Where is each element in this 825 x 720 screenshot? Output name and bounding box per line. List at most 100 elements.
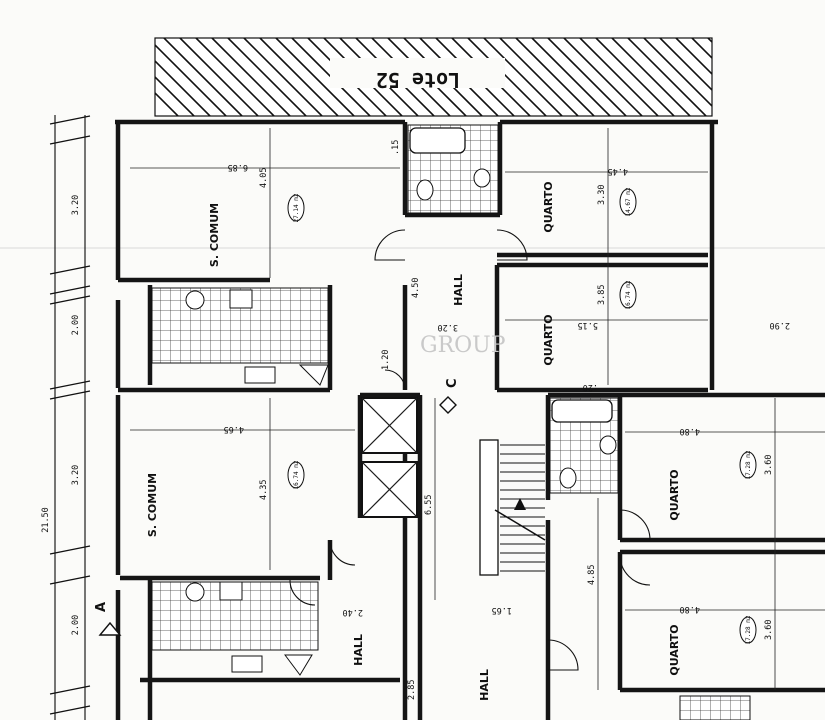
hatch-line (179, 38, 259, 116)
kitchen-sink-lower (231, 655, 263, 673)
hatch-line (195, 38, 275, 116)
dim-465: 4.65 (224, 424, 244, 434)
dimension-tick (49, 545, 91, 555)
hatch-line (691, 38, 712, 60)
fixtures (185, 127, 617, 676)
dim-405: 4.05 (259, 168, 269, 188)
area-sala-upper: 27.14 m2 (293, 193, 300, 222)
area-sala-lower: 16.74 m2 (293, 460, 300, 489)
dim-435: 4.35 (259, 480, 269, 500)
area-quarto-3: 17.28 m2 (745, 450, 752, 479)
dimension-tick (49, 295, 91, 305)
section-mark-c: C (445, 378, 460, 388)
dimension-tick (49, 390, 91, 400)
kitchen-sink-upper (244, 366, 276, 384)
dim-020: .20 (583, 382, 598, 392)
area-quarto-1: 14.67 m2 (625, 187, 632, 216)
stove-upper (185, 290, 205, 310)
hatch-line (243, 38, 323, 116)
toilet-lower (559, 467, 577, 489)
hatch-line (499, 38, 579, 116)
toilet-upper (416, 179, 434, 201)
stove-lower (185, 582, 205, 602)
room-labels: S. COMUM S. COMUM QUARTO QUARTO QUARTO Q… (146, 181, 681, 701)
area-quarto-2: 16.74 m2 (625, 280, 632, 309)
dimension-tick (49, 285, 91, 295)
dim-320a: 3.20 (71, 195, 81, 215)
hatch-line (756, 38, 825, 116)
hatch-line (275, 38, 355, 116)
dim-200a: 2.00 (71, 315, 81, 335)
hatch-line (579, 38, 659, 116)
area-quarto-4: 17.28 m2 (745, 615, 752, 644)
dim-655: 6.55 (424, 495, 434, 515)
dim-480a: 4.80 (680, 426, 700, 436)
dim-290: 2.90 (770, 320, 790, 330)
lot-52-hatching: Lote 52 (154, 37, 825, 117)
hatch-line (707, 38, 712, 44)
hatch-line (467, 38, 547, 116)
dim-360b: 3.60 (764, 620, 774, 640)
hatch-line (227, 38, 307, 116)
hatch-line (155, 43, 227, 116)
dimension-tick (49, 115, 91, 125)
dim-240: 2.40 (343, 607, 363, 617)
dim-015: .15 (391, 140, 401, 155)
area-badges: 27.14 m2 16.74 m2 14.67 m2 16.74 m2 17.2… (287, 187, 757, 644)
dimension-tick (49, 380, 91, 390)
counter-upper (229, 289, 253, 309)
hatch-line (659, 38, 712, 92)
room-hall-2: HALL (352, 634, 365, 666)
counter-lower (219, 581, 243, 601)
washer-lower (284, 654, 313, 676)
lot-label: Lote 52 (376, 68, 460, 92)
bathtub-lower (551, 399, 613, 423)
hatch-line (531, 38, 611, 116)
dim-360a: 3.60 (764, 455, 774, 475)
hatch-line (515, 38, 595, 116)
door-swings (289, 229, 651, 671)
dimension-labels: 6.85 4.05 4.65 4.35 4.45 3.30 3.85 5.15 … (224, 140, 790, 700)
dim-total-height: 21.50 (41, 507, 51, 533)
washer-upper (298, 364, 329, 386)
sink-lower (599, 435, 617, 455)
room-hall-3: HALL (478, 669, 491, 701)
dimension-tick (49, 685, 91, 695)
dimension-tick (49, 135, 91, 145)
room-quarto-3: QUARTO (668, 469, 681, 520)
hatch-line (643, 38, 712, 108)
kitchen-lower-tiles (151, 581, 319, 651)
room-quarto-1: QUARTO (542, 181, 555, 232)
room-sala-comum-upper: S. COMUM (208, 203, 221, 267)
dim-320c: 3.20 (438, 322, 458, 332)
section-markers: A C (94, 378, 460, 636)
hatch-line (163, 38, 243, 116)
dim-515: 5.15 (578, 320, 598, 330)
dim-285: 2.85 (407, 680, 417, 700)
hatch-line (740, 38, 818, 116)
dim-480b: 4.80 (680, 604, 700, 614)
staircase (479, 439, 546, 576)
room-sala-comum-lower: S. COMUM (146, 473, 159, 537)
hatch-line (611, 38, 691, 116)
dimension-tick (49, 575, 91, 585)
dim-330: 3.30 (597, 185, 607, 205)
hatch-line (211, 38, 291, 116)
hatch-line (155, 91, 179, 116)
sink-upper (473, 168, 491, 188)
dim-445: 4.45 (608, 166, 628, 176)
dim-165: 1.65 (492, 605, 512, 615)
dim-450: 4.50 (411, 278, 421, 298)
hatch-line (595, 38, 675, 116)
room-quarto-4: QUARTO (668, 624, 681, 675)
watermark: GROUP (420, 333, 506, 358)
dim-120: 1.20 (381, 350, 391, 370)
dim-200b: 2.00 (71, 615, 81, 635)
bathroom-bottom-tiles (679, 695, 751, 720)
dim-485: 4.85 (587, 565, 597, 585)
dimension-tick (49, 265, 91, 275)
walls (115, 119, 825, 720)
hatch-line (259, 38, 339, 116)
room-hall-1: HALL (452, 274, 465, 306)
